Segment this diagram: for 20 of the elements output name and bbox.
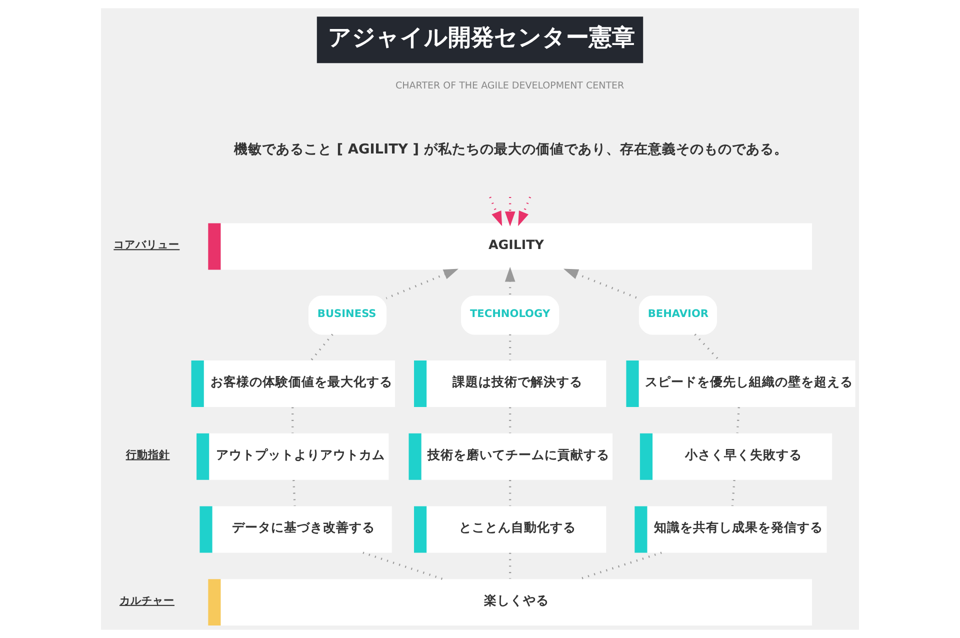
- connector: [731, 480, 736, 506]
- node-box: BEHAVIOR: [638, 296, 717, 335]
- arrow: [504, 197, 516, 226]
- arrow: [504, 266, 516, 296]
- connector: [579, 552, 662, 580]
- label: 機敏であること [ AGILITY ] が私たちの最大の価値であり、存在意義そのものである。: [234, 141, 788, 158]
- arrow: [518, 196, 532, 226]
- connector: [310, 334, 334, 361]
- label: 行動指針: [126, 449, 170, 462]
- label: CHARTER OF THE AGILE DEVELOPMENT CENTER: [396, 80, 624, 92]
- arrow: [386, 268, 458, 300]
- label: コアバリュー: [114, 239, 180, 252]
- connector: [694, 334, 720, 362]
- connector: [362, 552, 444, 580]
- node-box: TECHNOLOGY: [461, 296, 560, 335]
- arrow: [563, 268, 640, 300]
- diagram-title: アジャイル開発センター憲章: [328, 24, 635, 51]
- node-box: BUSINESS: [308, 296, 387, 335]
- arrow: [489, 196, 502, 226]
- label: カルチャー: [119, 594, 174, 607]
